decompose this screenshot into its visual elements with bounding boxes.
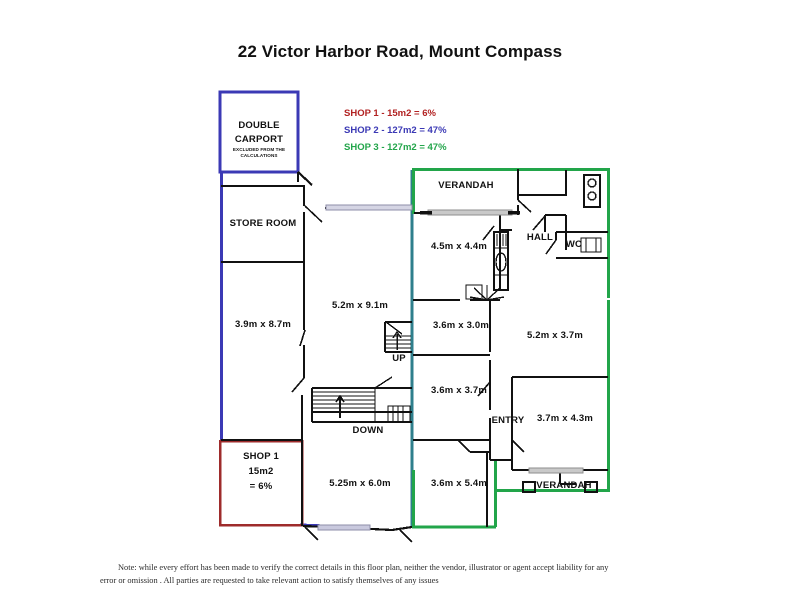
label-carport-note1: EXCLUDED FROM THE xyxy=(232,147,286,152)
disclaimer-line-2: error or omission . All parties are requ… xyxy=(100,576,439,585)
label-hall: HALL xyxy=(526,232,554,243)
label-wc: WC xyxy=(565,239,583,250)
label-shop1-percent: = 6% xyxy=(249,481,273,492)
label-verandah-top: VERANDAH xyxy=(438,180,494,191)
label-room-3-6x3-0: 3.6m x 3.0m xyxy=(432,320,490,331)
page-title: 22 Victor Harbor Road, Mount Compass xyxy=(237,42,563,61)
label-shop1-name: SHOP 1 xyxy=(243,451,279,462)
label-store-room: STORE ROOM xyxy=(229,218,297,229)
staircase-up xyxy=(385,321,411,350)
label-room-3-7x4-3: 3.7m x 4.3m xyxy=(536,413,594,424)
label-carport-note2: CALCULATIONS xyxy=(240,153,278,158)
disclaimer-note: Note: while every effort has been made t… xyxy=(100,561,710,587)
shop3-boundary xyxy=(412,168,610,529)
legend: SHOP 1 - 15m2 = 6% SHOP 2 - 127m2 = 47% … xyxy=(344,105,447,156)
label-room-3-6x5-4: 3.6m x 5.4m xyxy=(430,478,488,489)
windows xyxy=(317,204,584,531)
label-stairs-down: DOWN xyxy=(352,425,384,436)
walls xyxy=(221,169,608,543)
legend-item-shop2: SHOP 2 - 127m2 = 47% xyxy=(344,125,447,136)
label-entry: ENTRY xyxy=(491,415,525,426)
carport-outline xyxy=(218,90,300,174)
label-stairs-up: UP xyxy=(392,353,406,364)
label-left-room-dims: 3.9m x 8.7m xyxy=(234,319,292,330)
label-shop1-area: 15m2 xyxy=(248,466,274,477)
label-center-dims: 5.2m x 9.1m xyxy=(331,300,389,311)
label-lower-center-dims: 5.25m x 6.0m xyxy=(329,478,391,489)
legend-item-shop1: SHOP 1 - 15m2 = 6% xyxy=(344,108,436,119)
label-carport-line2: CARPORT xyxy=(234,134,284,145)
staircase xyxy=(312,376,393,422)
label-room-3-6x3-7: 3.6m x 3.7m xyxy=(430,385,488,396)
label-room-4-5x4-4: 4.5m x 4.4m xyxy=(430,241,488,252)
label-verandah-bottom: VERANDAH xyxy=(536,480,592,491)
label-carport-line1: DOUBLE xyxy=(238,120,280,131)
disclaimer-line-1: Note: while every effort has been made t… xyxy=(118,563,609,572)
label-room-5-2x3-7: 5.2m x 3.7m xyxy=(526,330,584,341)
legend-item-shop3: SHOP 3 - 127m2 = 47% xyxy=(344,142,447,153)
